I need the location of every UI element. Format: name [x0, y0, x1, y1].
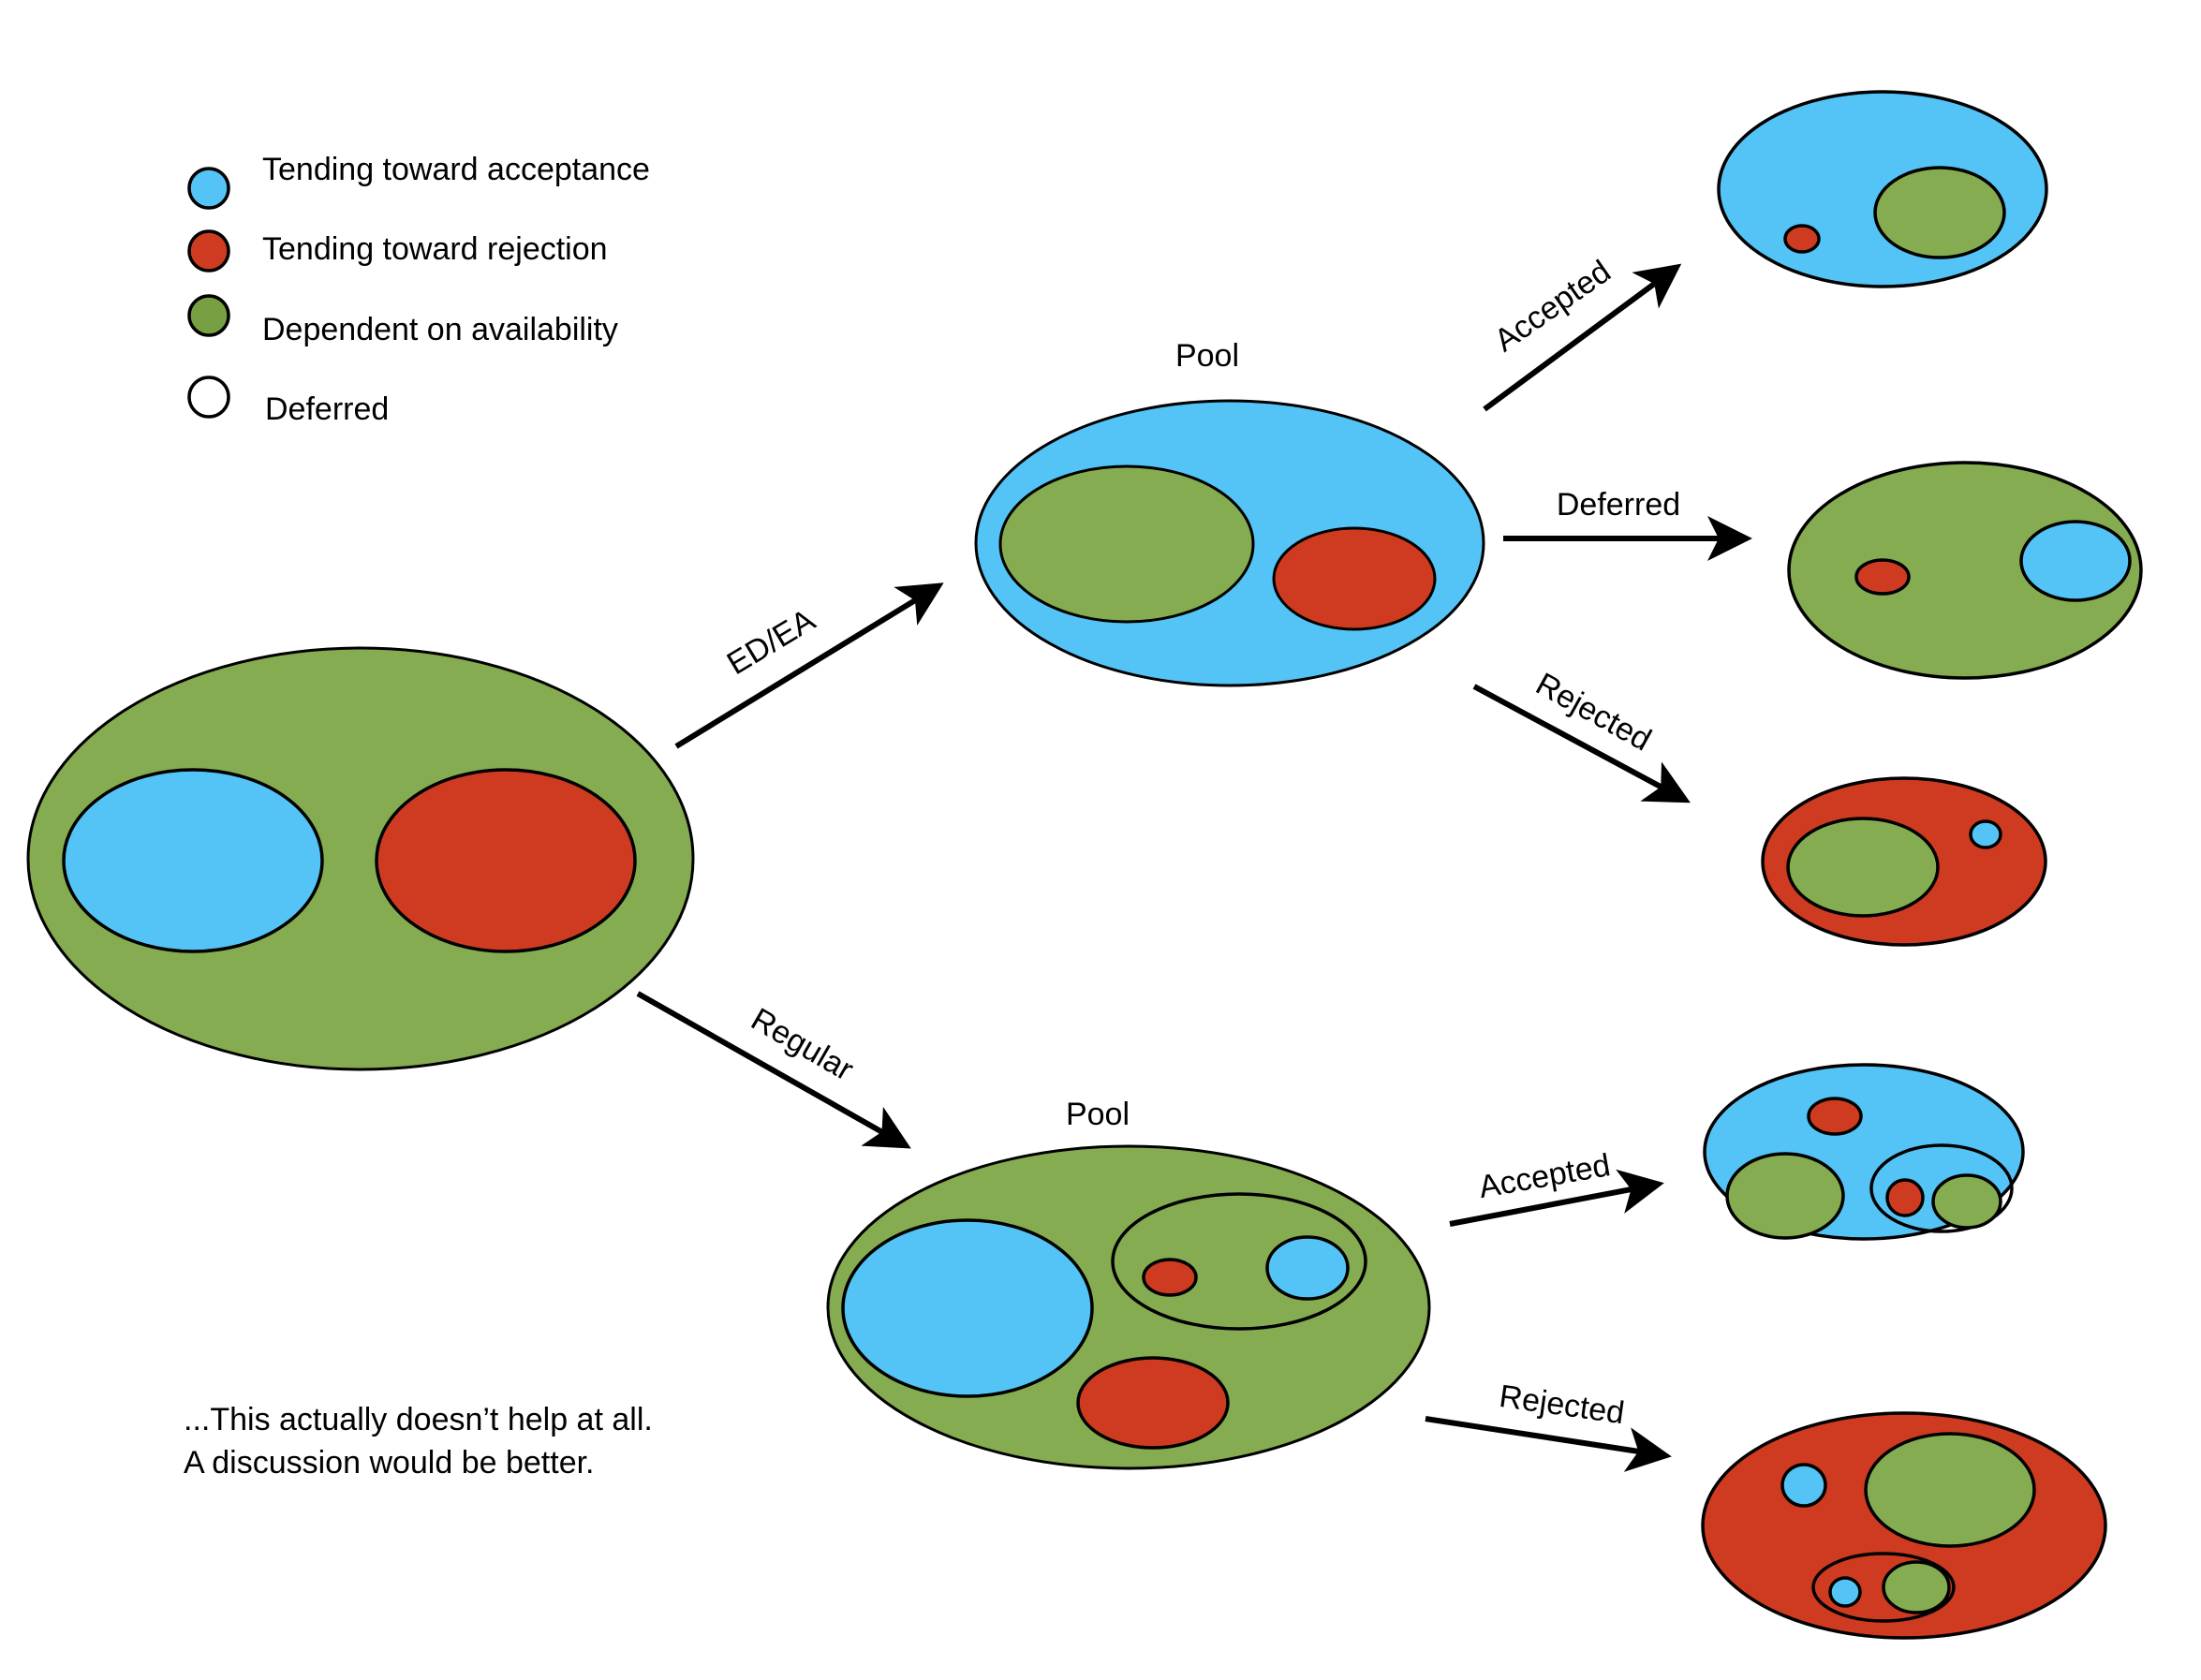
- applicants-outer: [26, 646, 695, 1071]
- reg-accepted-arrow: [1449, 1169, 1664, 1227]
- ed-accepted-availability: [1873, 166, 2006, 259]
- regular-pool-title: Pool: [1066, 1097, 1130, 1132]
- deferred-swatch-icon: [187, 376, 230, 419]
- legend-label: Dependent on availability: [262, 312, 618, 347]
- reg-rejected-arrow: [1425, 1416, 1672, 1472]
- legend-item-rejection: Tending toward rejection: [187, 229, 608, 273]
- acceptance-swatch-icon: [187, 167, 230, 210]
- ed-deferred-rejection: [1854, 558, 1911, 596]
- ed-ea-pool-availability-group: [998, 464, 1255, 624]
- ed-deferred-label: Deferred: [1557, 487, 1680, 523]
- legend-item-availability: Dependent on availability: [187, 294, 618, 347]
- ed-rejected-availability: [1786, 817, 1940, 918]
- regular-pool-deferred-rejection: [1142, 1258, 1198, 1297]
- ed-deferred-acceptance: [2019, 520, 2132, 602]
- reg-accepted-rejection: [1807, 1097, 1863, 1136]
- reg-rejected-acceptance: [1780, 1463, 1827, 1508]
- reg-rejected-deferred-acceptance: [1828, 1576, 1862, 1608]
- regular-pool-rejection-group: [1076, 1356, 1230, 1450]
- applicants-node: [26, 646, 695, 1071]
- ed-accepted-arrow: [1483, 263, 1682, 412]
- reg-rejected-label: Rejected: [1497, 1378, 1626, 1431]
- availability-swatch-icon: [187, 294, 230, 337]
- regular-pool-deferred-acceptance: [1265, 1235, 1350, 1301]
- ed-ea-pool-rejection-group: [1272, 526, 1437, 631]
- reg-accepted-outcome: [1703, 1063, 2025, 1241]
- ed-rejected-arrow: [1472, 684, 1691, 803]
- reg-accepted-deferred-availability: [1931, 1173, 2002, 1230]
- ed-accepted-label: Accepted: [1488, 254, 1618, 359]
- edge-ed-rejected: Rejected: [1472, 666, 1691, 803]
- reg-rejected-availability: [1864, 1432, 2036, 1548]
- footnote-line-2: A discussion would be better.: [184, 1445, 595, 1481]
- regular-pool-node: Pool: [826, 1097, 1431, 1470]
- regular-pool-deferred-group: [1111, 1192, 1367, 1331]
- legend-item-deferred: Deferred: [187, 376, 389, 427]
- reg-accepted-deferred-rejection: [1885, 1178, 1925, 1217]
- ed-deferred-outcome: [1787, 461, 2143, 680]
- applicants-rejection-group: [375, 768, 637, 953]
- edge-reg-rejected: Rejected: [1425, 1378, 1672, 1472]
- regular-pool-acceptance-group: [841, 1218, 1094, 1398]
- ed-deferred-outer: [1787, 461, 2143, 680]
- edge-ed-deferred: Deferred: [1503, 487, 1752, 561]
- ed-ea-pool-node: Pool: [974, 338, 1485, 687]
- applicants-acceptance-group: [62, 768, 324, 953]
- ed-rejected-label: Rejected: [1529, 666, 1657, 758]
- footnote: ...This actually doesn’t help at all. A …: [184, 1402, 653, 1481]
- reg-rejected-deferred-availability: [1882, 1560, 1951, 1614]
- edge-regular: Regular: [636, 991, 911, 1149]
- edge-ed-accepted: Accepted: [1483, 254, 1682, 412]
- reg-rejected-outcome: [1701, 1411, 2107, 1640]
- legend-label: Tending toward rejection: [262, 231, 608, 267]
- legend-item-acceptance: Tending toward acceptance: [187, 152, 650, 210]
- reg-accepted-availability: [1725, 1152, 1845, 1240]
- ed-rejected-acceptance: [1969, 819, 2002, 849]
- ed-ea-arrow: [674, 582, 944, 749]
- reg-accepted-deferred-group: [1869, 1143, 2014, 1233]
- regular-arrow: [636, 991, 911, 1149]
- ed-accepted-rejection: [1783, 224, 1821, 254]
- legend-label: Tending toward acceptance: [262, 152, 650, 187]
- footnote-line-1: ...This actually doesn’t help at all.: [184, 1402, 653, 1437]
- legend-label: Deferred: [265, 391, 389, 427]
- rejection-swatch-icon: [187, 229, 230, 273]
- regular-label: Regular: [745, 1001, 859, 1087]
- edge-ed-ea: ED/EA: [674, 582, 944, 749]
- edge-reg-accepted: Accepted: [1449, 1147, 1664, 1227]
- ed-rejected-outcome: [1761, 776, 2047, 947]
- ed-ea-pool-title: Pool: [1175, 338, 1239, 374]
- reg-rejected-deferred-group: [1811, 1552, 1956, 1623]
- legend: Tending toward acceptance Tending toward…: [187, 152, 650, 427]
- ed-accepted-outcome: [1717, 90, 2048, 288]
